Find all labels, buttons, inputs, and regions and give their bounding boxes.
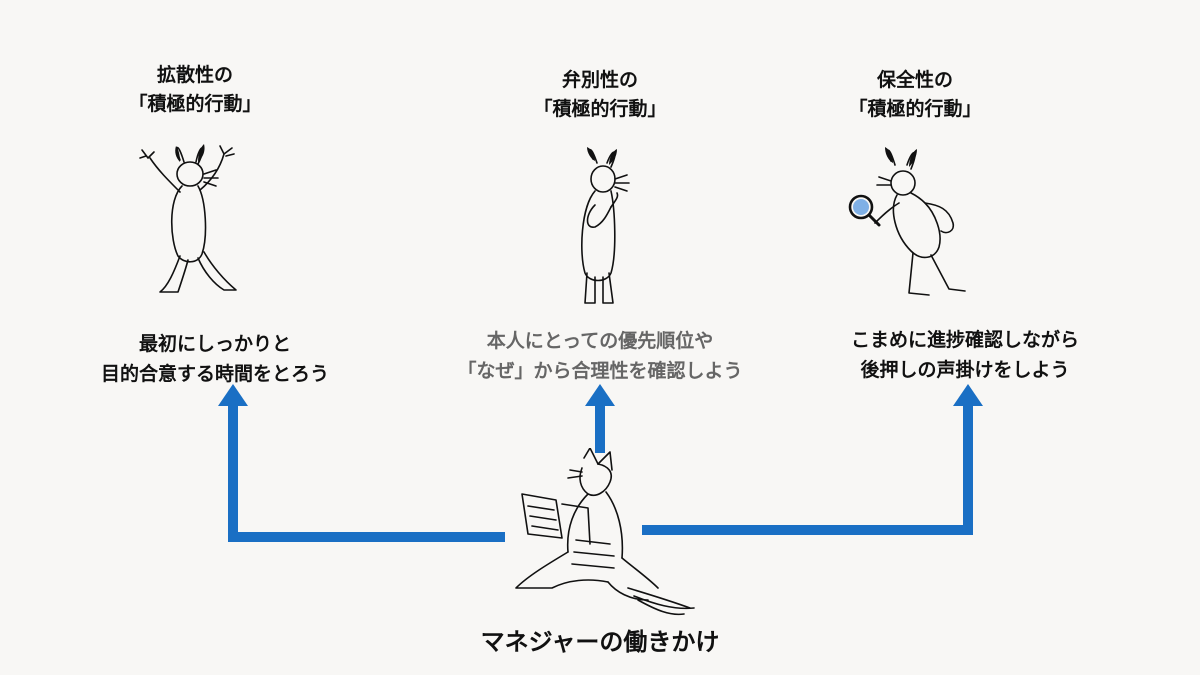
title-line: 保全性の [876, 69, 953, 91]
manager-label: マネジャーの働きかけ [480, 628, 720, 656]
caption-line: 本人にとっての優先順位や [486, 330, 714, 352]
arrow-left [228, 402, 505, 542]
title-line: 「積極的行動」 [848, 98, 982, 120]
title-line: 「積極的行動」 [533, 98, 667, 120]
arrowhead-center [585, 384, 615, 406]
rabbit-cheering-icon [139, 144, 237, 293]
title-discerning: 弁別性の 「積極的行動」 [480, 66, 720, 124]
caption-line: 目的合意する時間をとろう [100, 363, 329, 385]
arrowhead-left [218, 384, 248, 406]
title-conservative: 保全性の 「積極的行動」 [795, 66, 1035, 124]
arrowhead-right [953, 384, 983, 406]
title-line: 弁別性の [561, 69, 638, 91]
title-line: 拡散性の [156, 64, 233, 86]
caption-discerning: 本人にとっての優先順位や 「なぜ」から合理性を確認しよう [410, 326, 790, 386]
caption-diffusive: 最初にしっかりと 目的合意する時間をとろう [25, 329, 405, 389]
rabbit-thinking-icon [581, 147, 630, 304]
title-line: 「積極的行動」 [128, 93, 262, 115]
caption-line: こまめに進捗確認しながら [850, 329, 1079, 351]
arrow-right [642, 402, 973, 535]
fox-reading-scroll-icon [515, 448, 695, 616]
caption-conservative: こまめに進捗確認しながら 後押しの声掛けをしよう [775, 325, 1155, 385]
caption-line: 最初にしっかりと [138, 333, 291, 355]
title-diffusive: 拡散性の 「積極的行動」 [75, 61, 315, 119]
caption-line: 後押しの声掛けをしよう [860, 359, 1070, 381]
rabbit-magnifier-icon [848, 147, 966, 296]
caption-line: 「なぜ」から合理性を確認しよう [457, 360, 743, 382]
